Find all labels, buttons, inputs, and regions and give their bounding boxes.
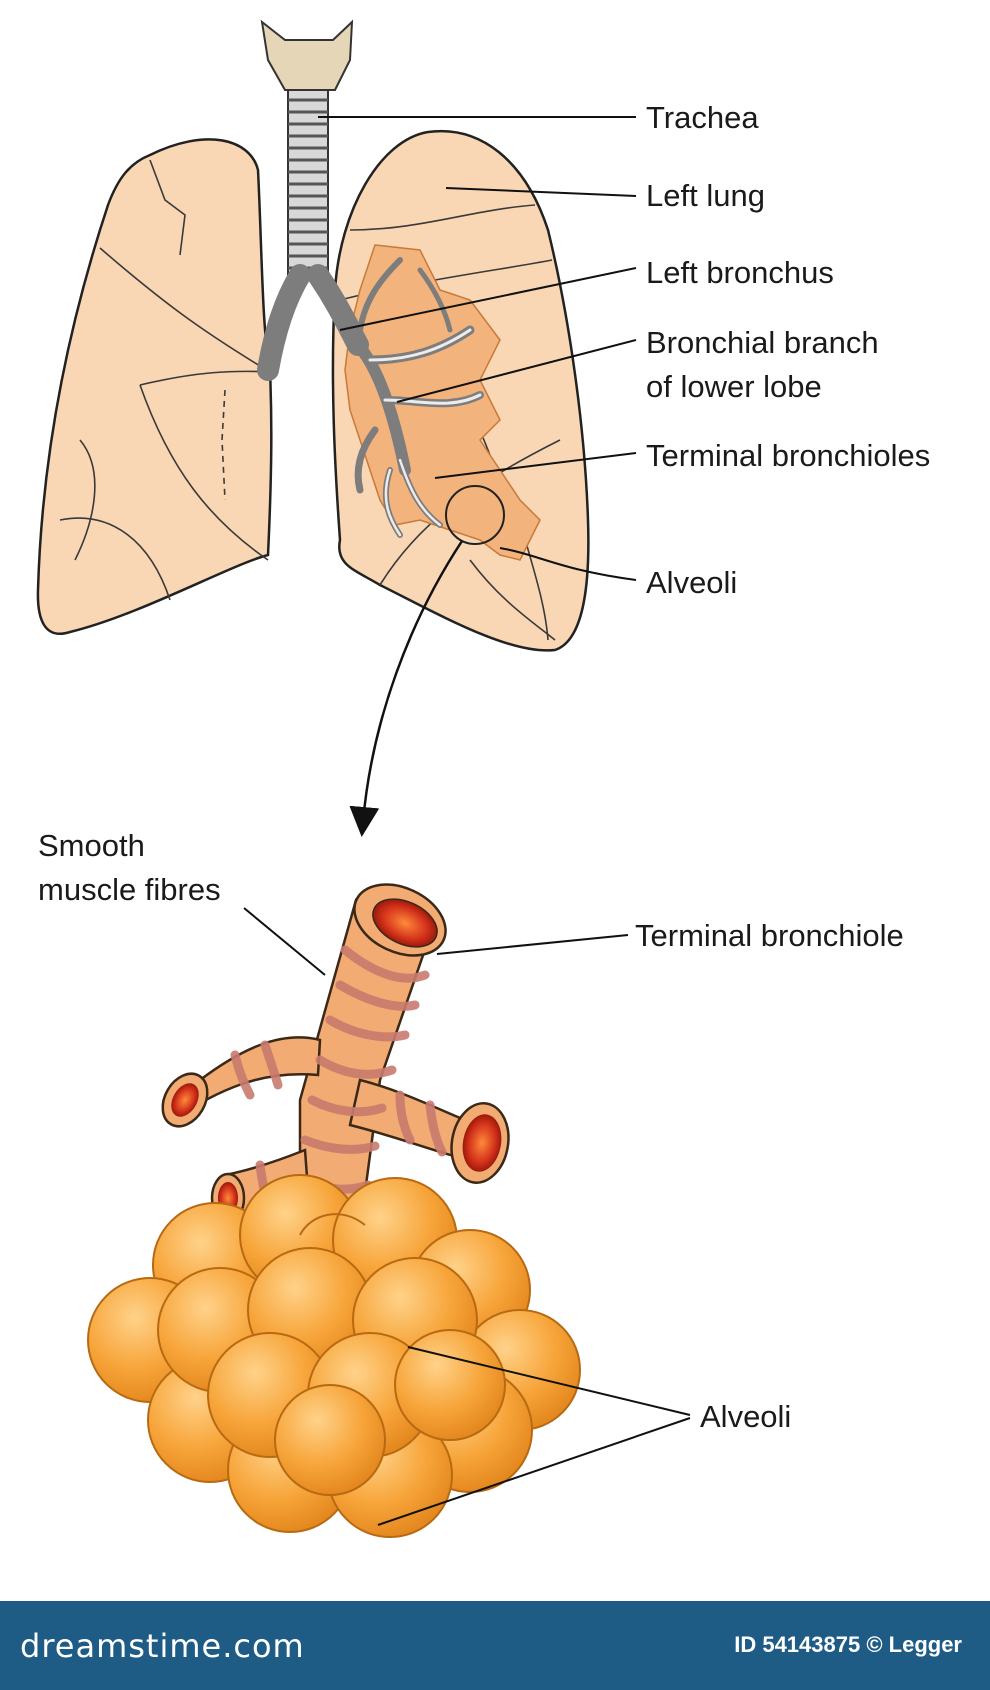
label-left-lung: Left lung [646,178,765,213]
lung-anatomy-diagram: Trachea Left lung Left bronchus Bronchia… [36,19,930,1538]
label-smooth-muscle-2: muscle fibres [38,872,221,907]
magnify-circle [445,485,505,545]
enlarged-bronchiole [161,883,510,1232]
arrow-down-icon [349,540,464,837]
label-smooth-muscle-1: Smooth [38,828,145,863]
main-bronchi [257,257,484,538]
footer-brand[interactable]: dreamstime.com [20,1627,305,1665]
label-left-bronchus: Left bronchus [646,255,834,290]
right-lung [36,138,273,635]
label-bronchial-branch-1: Bronchial branch [646,325,879,360]
label-alveoli-bottom: Alveoli [700,1399,791,1434]
label-bronchial-branch-2: of lower lobe [646,369,822,404]
alveoli-cluster [87,1174,581,1538]
top-leader-lines [318,116,637,581]
label-alveoli-top: Alveoli [646,565,737,600]
label-terminal-bronchioles: Terminal bronchioles [646,438,930,473]
trachea [260,19,354,281]
footer-image-id: ID 54143875 © Legger [734,1632,962,1657]
bottom-leader-lines [243,907,691,1526]
label-trachea: Trachea [646,100,759,135]
label-terminal-bronchiole: Terminal bronchiole [635,918,904,953]
footer-bar: dreamstime.com ID 54143875 © Legger [0,1601,990,1690]
